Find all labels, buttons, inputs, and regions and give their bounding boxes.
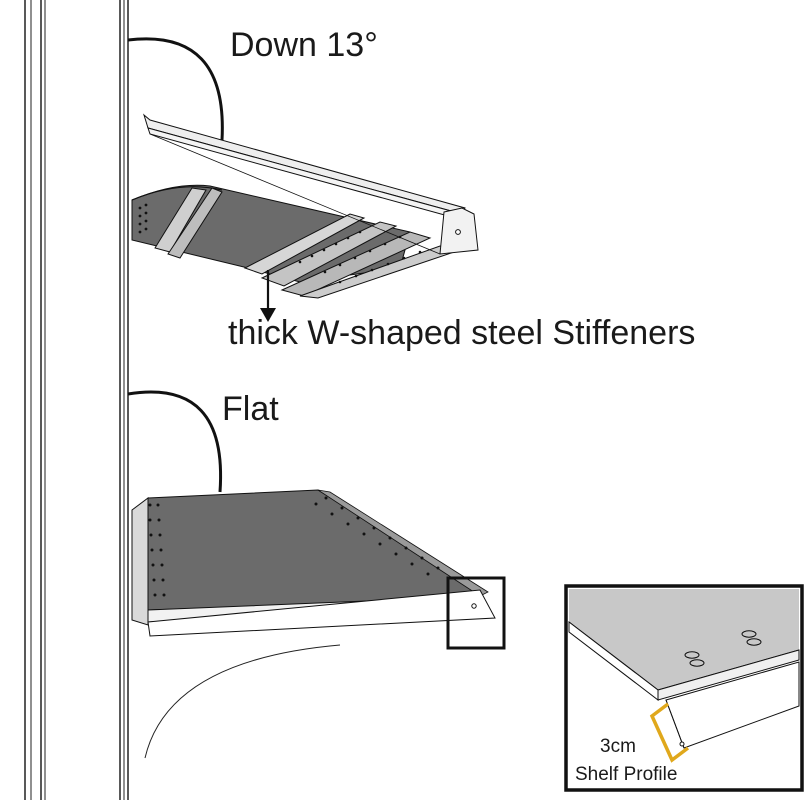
stiffeners-label: thick W-shaped steel Stiffeners — [228, 314, 695, 352]
tilted-shelf — [131, 113, 479, 299]
profile-focus-box — [446, 576, 506, 650]
flat-label: Flat — [222, 390, 279, 428]
tilt-label: Down 13° — [230, 26, 378, 64]
profile-size-label: 3cm — [600, 736, 636, 757]
flat-shelf — [131, 489, 496, 759]
flat-leader-line — [127, 390, 223, 493]
profile-name-label: Shelf Profile — [575, 764, 677, 785]
wall-upright — [24, 0, 129, 800]
tilt-leader-line — [127, 37, 224, 141]
profile-inset — [564, 584, 804, 792]
stiffener-arrow — [260, 270, 276, 322]
profile-dimension-marker — [649, 702, 690, 763]
inset-holes — [684, 630, 762, 667]
stiffener-holes — [298, 230, 422, 284]
tilted-shelf-perforations — [138, 203, 148, 234]
flat-shelf-perforations — [148, 496, 456, 597]
